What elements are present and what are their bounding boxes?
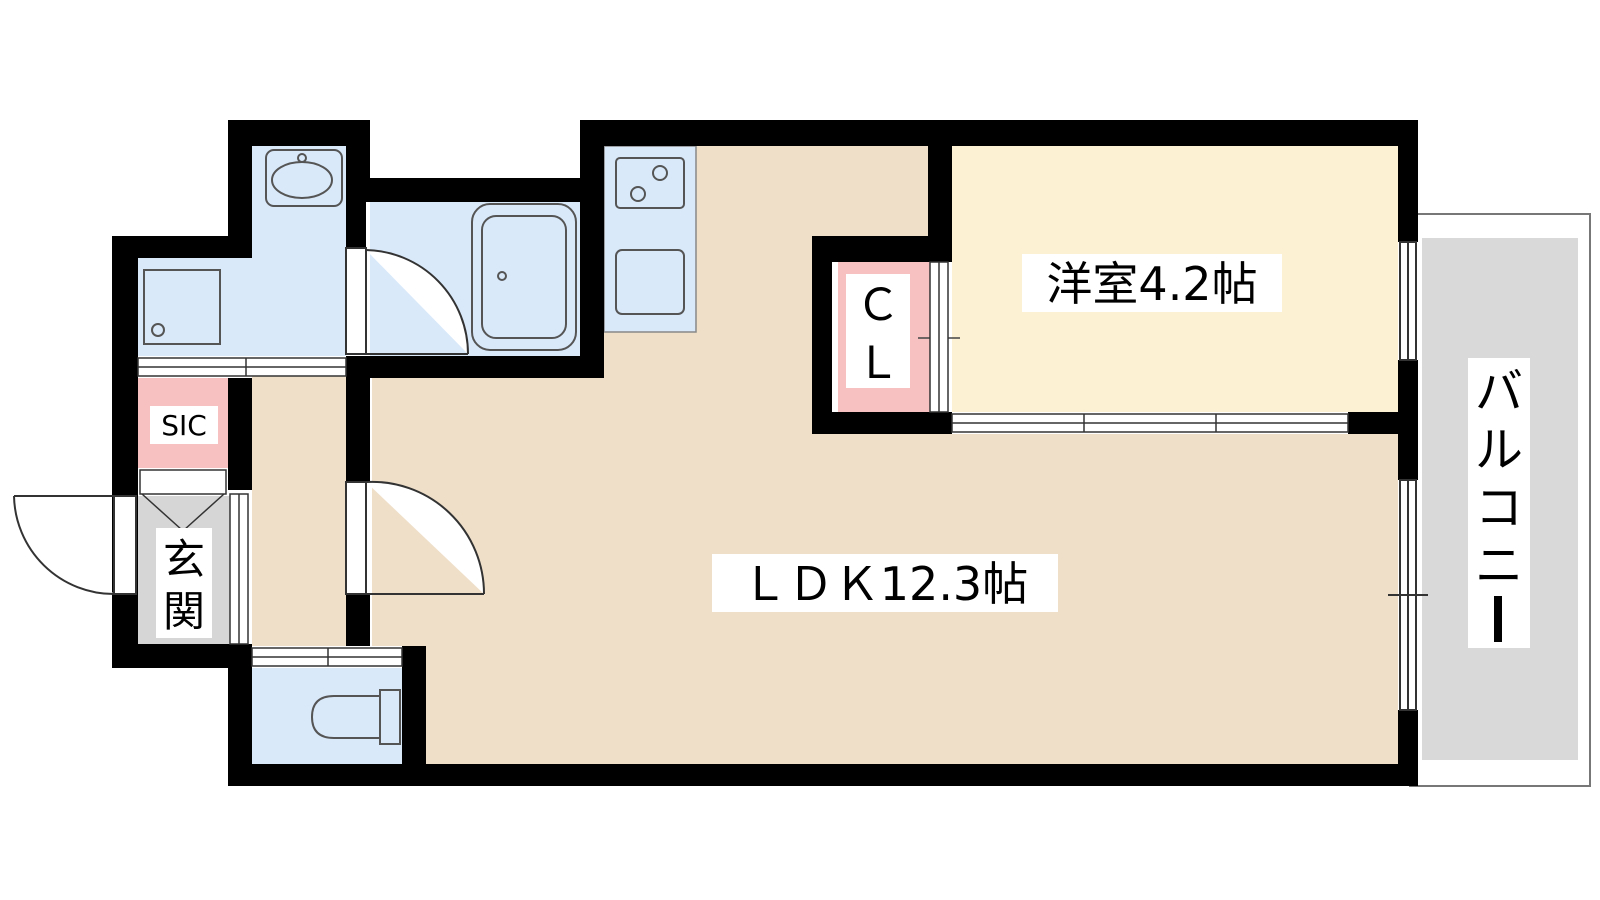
- balcony-label-bar: [1494, 596, 1502, 642]
- door-entrance: [13, 495, 137, 595]
- balcony-label-char: ニ: [1475, 538, 1523, 594]
- kitchen-sink-icon: [615, 249, 685, 315]
- entrance-label-bg: [156, 528, 212, 638]
- window-ldk: [1388, 479, 1428, 711]
- ldk-label: ＬＤＫ12.3帖: [742, 557, 1028, 611]
- window-western: [1399, 241, 1417, 361]
- door-bathroom: [345, 247, 469, 355]
- entrance-label-top: 玄: [163, 535, 205, 584]
- sliding-door-western: [951, 413, 1349, 433]
- closet-label-bg: [846, 274, 910, 388]
- washbasin-icon: [265, 149, 343, 207]
- sic-label-bg: [150, 406, 218, 444]
- washing-machine-icon: [143, 269, 221, 345]
- balcony-label-char: バ: [1475, 364, 1523, 420]
- ldk-label-bg: [712, 554, 1058, 612]
- shoe-cabinet-door: [229, 493, 249, 645]
- washroom-floor: [138, 146, 346, 356]
- balcony-label-char: ル: [1475, 422, 1523, 478]
- closet-label-bottom: Ｌ: [856, 338, 900, 389]
- toilet-icon: [310, 689, 401, 745]
- sliding-door-toilet: [251, 647, 403, 667]
- walls: [112, 120, 1418, 786]
- door-ldk: [345, 480, 486, 595]
- door-sic: [139, 469, 227, 531]
- closet-label-top: Ｃ: [856, 280, 900, 331]
- balcony-label-char: コ: [1475, 480, 1523, 536]
- toilet-floor: [252, 668, 402, 764]
- sliding-door-closet: [929, 261, 949, 413]
- sliding-door-washroom: [137, 357, 347, 377]
- bathtub-icon: [471, 203, 577, 351]
- entrance-label-bottom: 関: [163, 587, 205, 636]
- kitchen-counter: [603, 145, 697, 333]
- western-room-label: 洋室4.2帖: [1046, 257, 1257, 311]
- western-room-label-bg: [1022, 254, 1282, 312]
- sic-label: SIC: [161, 409, 207, 442]
- corridor-floor: [252, 370, 362, 646]
- stove-icon: [615, 157, 685, 209]
